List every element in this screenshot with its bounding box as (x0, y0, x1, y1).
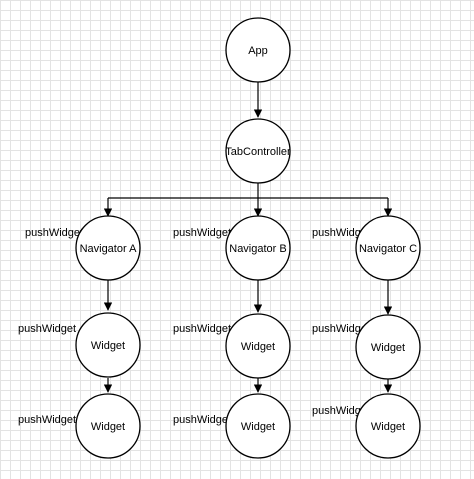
svg-text:Widget: Widget (241, 421, 275, 433)
svg-text:Widget: Widget (241, 341, 275, 353)
node-tabcontroller: TabController (225, 118, 291, 184)
edge-label-push-widget-c1: pushWidget (312, 323, 370, 335)
edge-label-push-navigator-b: pushWidget (173, 227, 231, 239)
edge-branch-bar (108, 183, 388, 199)
edge-label-push-navigator-a: pushWidget (25, 227, 83, 239)
svg-text:Navigator A: Navigator A (80, 243, 138, 255)
edge-label-push-widget-c2: pushWidget (312, 405, 370, 417)
edge-label-push-widget-a2: pushWidget (18, 414, 76, 426)
node-widget-c2: Widget (355, 393, 421, 459)
nodes: App TabController Navigator A Navigator … (75, 17, 421, 459)
svg-text:Widget: Widget (91, 340, 125, 352)
node-widget-b1: Widget (225, 313, 291, 379)
edge-label-push-widget-a1: pushWidget (18, 323, 76, 335)
node-navigator-c: Navigator C (355, 215, 421, 281)
edge-label-push-widget-b2: pushWidget (173, 414, 231, 426)
node-navigator-a: Navigator A (75, 215, 141, 281)
edge-label-push-navigator-c: pushWidget (312, 227, 370, 239)
svg-text:Widget: Widget (371, 342, 405, 354)
svg-text:Widget: Widget (91, 421, 125, 433)
node-widget-a1: Widget (75, 312, 141, 378)
node-widget-c1: Widget (355, 314, 421, 380)
edge-labels: pushWidget pushWidget pushWidget pushWid… (18, 227, 370, 426)
svg-text:Navigator C: Navigator C (359, 243, 417, 255)
edge-label-push-widget-b1: pushWidget (173, 323, 231, 335)
node-widget-a2: Widget (75, 393, 141, 459)
node-widget-b2: Widget (225, 393, 291, 459)
svg-text:App: App (248, 45, 268, 57)
node-app: App (225, 17, 291, 83)
svg-text:Widget: Widget (371, 421, 405, 433)
svg-text:TabController: TabController (225, 146, 291, 158)
node-navigator-b: Navigator B (225, 215, 291, 281)
svg-text:Navigator B: Navigator B (229, 243, 286, 255)
edges (103, 82, 393, 393)
